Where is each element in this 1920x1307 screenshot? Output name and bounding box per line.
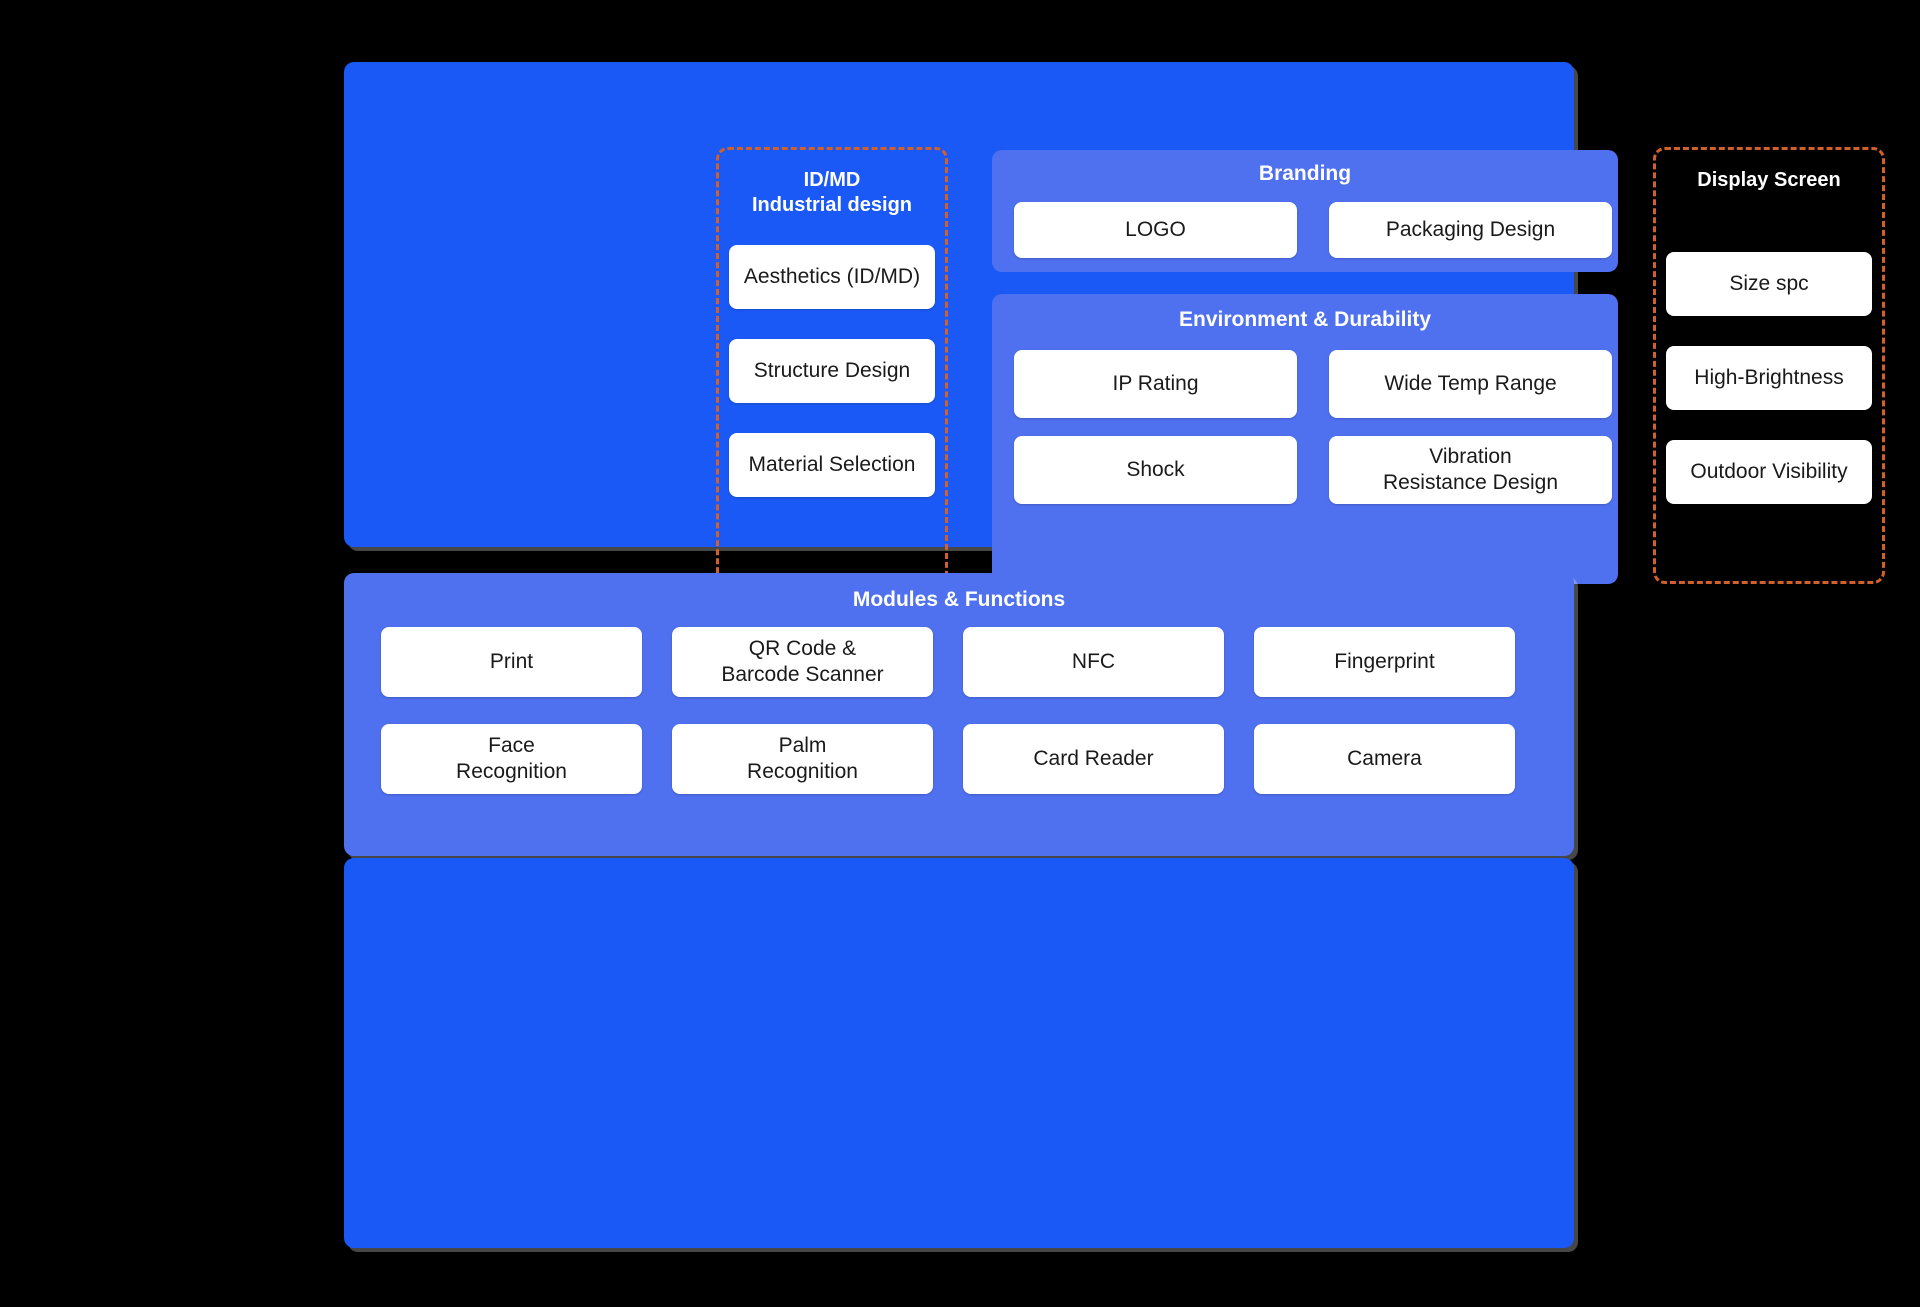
chip-card-reader[interactable]: Card Reader [963,724,1224,794]
band-product-design: ID/MD Industrial design Aesthetics (ID/M… [344,62,1885,584]
modules-row-1: Print QR Code & Barcode Scanner NFC Fing… [381,627,1515,697]
modules-row-2: Face Recognition Palm Recognition Card R… [381,724,1515,794]
chip-material-selection[interactable]: Material Selection [729,433,935,497]
chip-palm-recognition[interactable]: Palm Recognition [672,724,933,794]
chip-shock[interactable]: Shock [1014,436,1297,504]
group-industrial-design: ID/MD Industrial design Aesthetics (ID/M… [716,147,948,584]
group-display-screen: Display Screen Size spc High-Brightness … [1653,147,1885,584]
group-industrial-design-title: ID/MD Industrial design [751,169,913,216]
panel-environment-row-2: Shock Vibration Resistance Design [1014,436,1618,504]
band-modules-functions [344,573,1574,856]
chip-fingerprint[interactable]: Fingerprint [1254,627,1515,697]
chip-print[interactable]: Print [381,627,642,697]
chip-ip-rating[interactable]: IP Rating [1014,350,1297,418]
chip-aesthetics[interactable]: Aesthetics (ID/MD) [729,245,935,309]
chip-size-spc[interactable]: Size spc [1666,252,1872,316]
panel-environment-durability: Environment & Durability IP Rating Wide … [992,294,1618,584]
chip-vibration-resistance-design[interactable]: Vibration Resistance Design [1329,436,1612,504]
chip-face-recognition[interactable]: Face Recognition [381,724,642,794]
panel-branding-title: Branding [1258,162,1352,185]
chip-packaging-design[interactable]: Packaging Design [1329,202,1612,258]
chip-camera[interactable]: Camera [1254,724,1515,794]
chip-outdoor-visibility[interactable]: Outdoor Visibility [1666,440,1872,504]
chip-nfc[interactable]: NFC [963,627,1224,697]
panel-branding: Branding LOGO Packaging Design [992,150,1618,272]
group-display-screen-title: Display Screen [1697,169,1841,191]
band-modules-functions-title: Modules & Functions [852,588,1066,611]
chip-structure-design[interactable]: Structure Design [729,339,935,403]
panel-branding-row: LOGO Packaging Design [1014,202,1618,258]
chip-qr-barcode-scanner[interactable]: QR Code & Barcode Scanner [672,627,933,697]
chip-high-brightness[interactable]: High-Brightness [1666,346,1872,410]
panel-environment-row-1: IP Rating Wide Temp Range [1014,350,1618,418]
band-hardware-architecture: Mainboard & Architecture Customization M… [344,858,1574,1248]
chip-logo[interactable]: LOGO [1014,202,1297,258]
chip-wide-temp-range[interactable]: Wide Temp Range [1329,350,1612,418]
panel-environment-durability-title: Environment & Durability [1178,308,1432,331]
